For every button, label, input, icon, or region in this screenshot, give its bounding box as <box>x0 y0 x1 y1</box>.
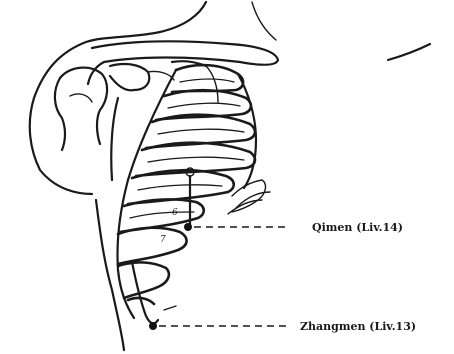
rib-number-label: 7 <box>160 235 166 245</box>
rib-number-label: 6 <box>172 208 178 218</box>
arrow-tick <box>164 306 176 310</box>
sternum <box>172 61 218 102</box>
zhangmen-acupoint: Zhangmen (Liv.13) <box>149 306 416 333</box>
clavicle <box>88 41 278 84</box>
zhangmen-label: Zhangmen (Liv.13) <box>300 320 416 333</box>
qimen-point-marker <box>184 223 192 231</box>
zhangmen-point-marker <box>149 322 157 330</box>
scapula <box>110 64 174 180</box>
humerus-head <box>55 68 107 150</box>
qimen-acupoint: Qimen (Liv.14) <box>184 221 403 234</box>
qimen-label: Qimen (Liv.14) <box>312 221 403 234</box>
body-outline <box>30 2 430 350</box>
rib-cage <box>117 65 270 323</box>
